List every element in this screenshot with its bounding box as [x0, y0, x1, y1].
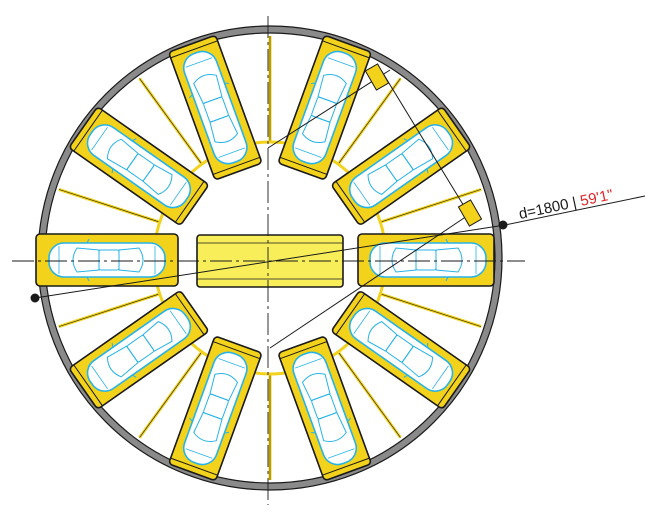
car-icon [48, 238, 166, 282]
frame-spoke [58, 293, 161, 327]
dimension-line [30, 195, 646, 303]
frame-spoke [337, 350, 401, 438]
frame-spoke [139, 350, 203, 438]
center-axes [12, 16, 525, 505]
frame-spoke [58, 189, 161, 223]
dimension-label: d=1800 | 59'1" [517, 186, 614, 223]
dimension-primary: d=1800 | [517, 193, 582, 223]
frame-spoke [379, 189, 482, 223]
frame-spoke [139, 78, 203, 166]
bay-horizontal-right [357, 233, 495, 287]
frame-spoke [337, 78, 401, 166]
frame-spoke [379, 293, 482, 327]
car-icon [369, 238, 487, 282]
dimension-secondary: 59'1" [579, 186, 615, 210]
reference-lines [267, 63, 483, 349]
bay-horizontal-left [35, 233, 179, 287]
